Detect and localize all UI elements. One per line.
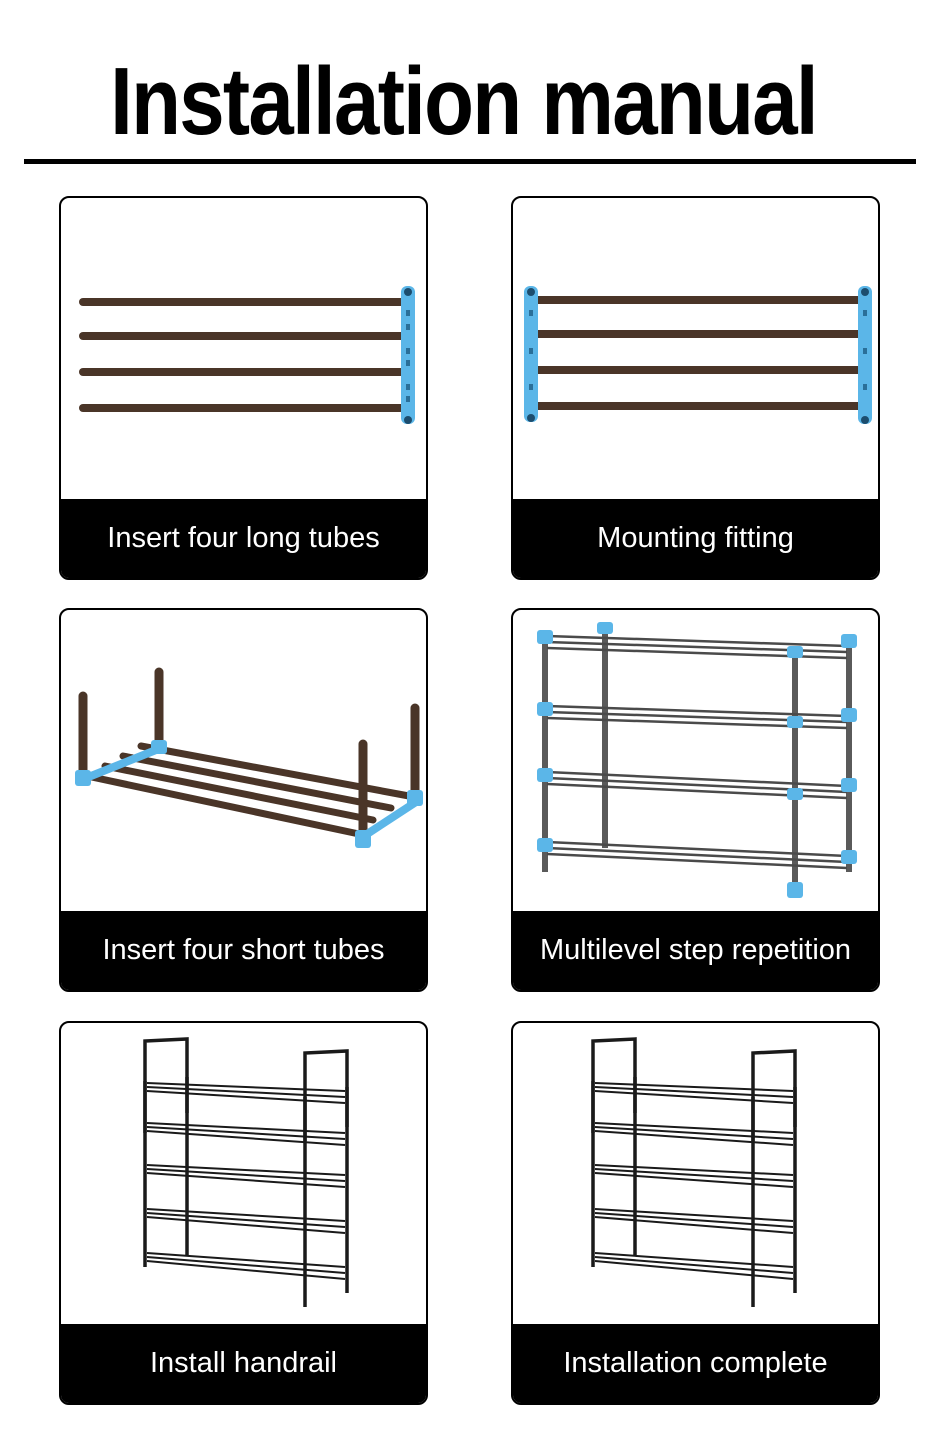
step-card-2: Mounting fitting	[511, 196, 880, 580]
completed-rack-illustration	[591, 1037, 797, 1307]
long-tubes-illustration	[79, 286, 415, 424]
rack-with-handrail-illustration	[143, 1037, 349, 1307]
step-caption: Insert four long tubes	[61, 499, 426, 578]
step-caption: Insert four short tubes	[61, 911, 426, 990]
step-caption: Installation complete	[513, 1324, 878, 1403]
step-caption: Install handrail	[61, 1324, 426, 1403]
step-card-3: Insert four short tubes	[59, 608, 428, 992]
mounting-fitting-illustration	[524, 286, 872, 424]
step-caption: Mounting fitting	[513, 499, 878, 578]
step-card-4: Multilevel step repetition	[511, 608, 880, 992]
step-card-5: Install handrail	[59, 1021, 428, 1405]
short-tubes-illustration	[75, 667, 423, 848]
page-title: Installation manual	[110, 48, 818, 155]
step-card-1: Insert four long tubes	[59, 196, 428, 580]
step-caption: Multilevel step repetition	[513, 911, 878, 990]
step-card-6: Installation complete	[511, 1021, 880, 1405]
multilevel-rack-illustration	[537, 622, 857, 898]
title-underline	[24, 159, 916, 164]
